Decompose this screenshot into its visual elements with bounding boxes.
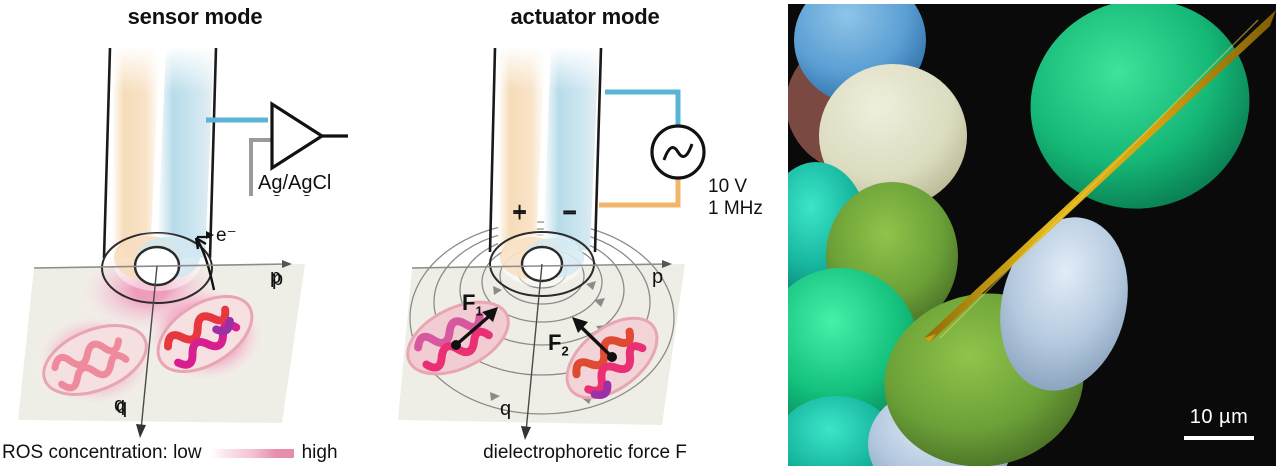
force-1-subscript: 1 <box>475 303 483 319</box>
force-2-symbol: F <box>548 330 562 355</box>
ac-source-symbol <box>650 124 706 180</box>
voltage-label: 10 V <box>708 176 748 197</box>
electron-label-text: e⁻ <box>216 224 239 247</box>
pipette-outline <box>488 47 603 253</box>
axis-p-line <box>411 263 669 269</box>
axis-q-label-actuator: q <box>500 398 512 420</box>
axis-q-label-text: q <box>114 394 126 416</box>
electrode-label-text: Ag/AgCl <box>258 172 332 195</box>
force-1-symbol: F <box>462 290 476 315</box>
force-2-subscript: 2 <box>561 343 569 359</box>
axis-p-line <box>33 263 289 269</box>
amplifier-symbol <box>270 101 348 171</box>
actuator-caption: dielectrophoretic force F <box>483 442 687 463</box>
panel-sensor-title: sensor mode <box>127 4 263 29</box>
polarity-minus-glyph: − <box>562 198 577 228</box>
sem-scale-bar-label: 10 µm <box>1189 406 1249 428</box>
ros-legend-low-label: ROS concentration: low <box>2 442 202 463</box>
sem-micrograph-render <box>788 4 1276 466</box>
ros-legend-gradient-bar <box>209 448 294 458</box>
frequency-label: 1 MHz <box>708 198 763 219</box>
axis-p-label: p <box>272 268 283 290</box>
force-2-label: F2 <box>548 330 569 358</box>
panel-sensor-mode: sensor mode <box>0 0 390 470</box>
mitochondrion-high-ros <box>156 294 254 374</box>
axis-q-line <box>140 265 158 431</box>
polarity-plus-label: + <box>512 196 528 226</box>
sensor-mode-diagram: e − p q <box>18 46 348 438</box>
force-vector-1 <box>451 307 498 350</box>
force-vector-2 <box>572 317 617 362</box>
mitochondrion-low-ros <box>42 324 148 396</box>
mitochondrion-2 <box>565 316 659 400</box>
panel-sem-micrograph: 10 µm <box>788 4 1276 466</box>
polarity-plus-glyph: + <box>512 198 527 228</box>
wire-orange-bottom <box>599 176 681 208</box>
actuator-mode-diagram: + − <box>398 46 706 440</box>
axis-p-label-actuator: p <box>652 266 664 288</box>
panel-actuator-title: actuator mode <box>510 4 660 29</box>
pipette-barrels <box>112 46 214 258</box>
polarity-minus-label: − <box>562 196 578 226</box>
ros-legend: ROS concentration: low high <box>0 442 390 464</box>
axis-q-line <box>525 263 543 433</box>
pipette-tip <box>489 231 595 297</box>
sem-scale-bar: 10 µm <box>1184 406 1254 440</box>
sem-nanopipette-probe <box>924 10 1276 342</box>
pipette-outline <box>102 47 218 259</box>
ros-legend-high-label: high <box>301 442 338 463</box>
panel-actuator-mode: actuator mode <box>390 0 780 470</box>
pipette-barrels <box>498 46 599 250</box>
sem-scale-bar-line <box>1184 436 1254 440</box>
force-1-label: F1 <box>462 290 483 318</box>
wire-blue-top <box>605 89 681 128</box>
axis-p-label-text: p <box>270 266 282 288</box>
axis-q-label: q <box>116 396 127 418</box>
